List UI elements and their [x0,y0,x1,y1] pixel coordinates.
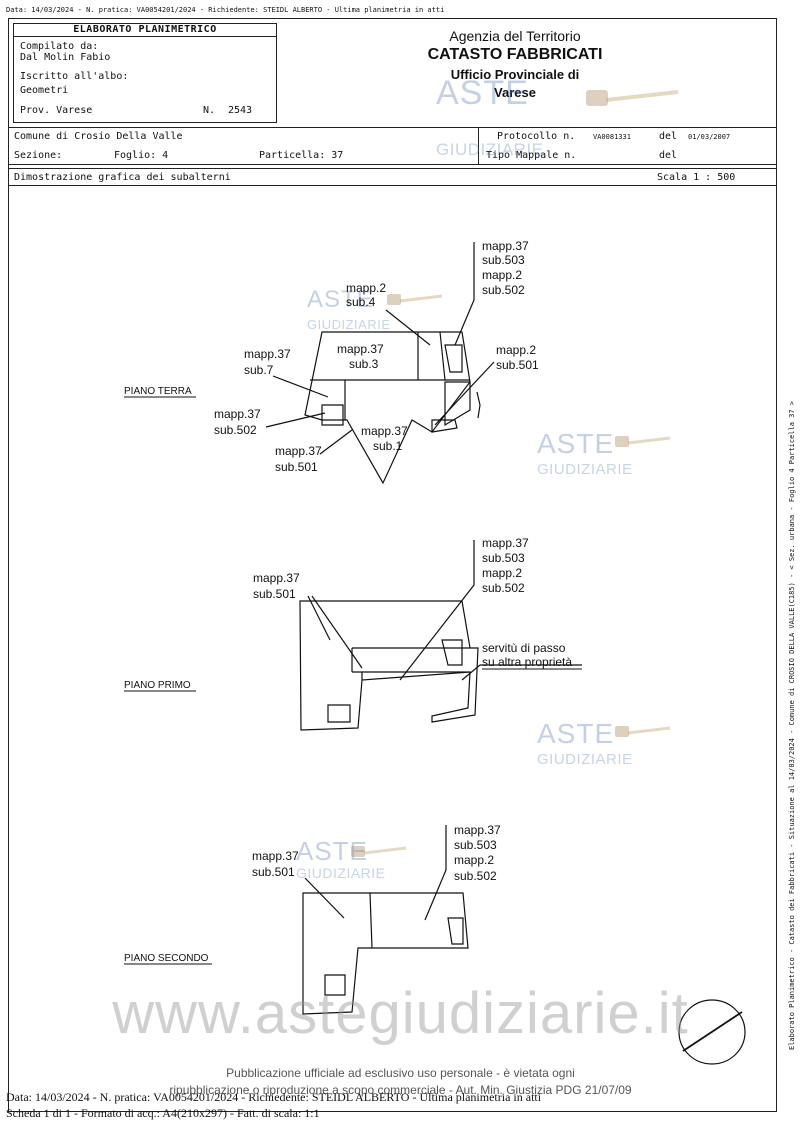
footer-data-line: Data: 14/03/2024 - N. pratica: VA0054201… [6,1090,542,1104]
label-mapp37: mapp.37 [482,536,529,550]
label-sub: sub.503 [482,253,525,267]
dimostrazione-row [8,168,777,186]
piano-terra-label: PIANO TERRA [124,386,192,397]
gavel-watermark-icon [387,294,443,305]
servitu-label: su altra proprietà [482,655,572,669]
label-mapp2: mapp.2 [454,853,494,867]
watermark-giudiziarie-4: GIUDIZIARIE [537,751,633,768]
side-vertical-text: Elaborato Planimetrico - Catasto dei Fab… [788,400,796,1050]
particella-value: Particella: 37 [259,150,344,161]
label-mapp37: mapp.37 [454,823,501,837]
watermark-aste-3: ASTE [537,428,615,459]
watermark-aste-4: ASTE [537,718,615,749]
label-mapp37: mapp.37 [482,239,529,253]
label-mapp37: mapp.37 [253,571,300,585]
watermark-giudiziarie-1: GIUDIZIARIE [436,140,544,159]
label-mapp2: mapp.2 [346,281,386,295]
label-sub: sub.4 [346,295,376,309]
label-sub: sub.502 [454,869,497,883]
label-sub: sub.501 [496,358,539,372]
label-mapp37: mapp.37 [361,424,408,438]
compilato-label: Compilato da: [20,41,99,52]
watermark-giudiziarie-2: GIUDIZIARIE [307,317,391,332]
watermark-aste-2: ASTE [307,286,374,313]
gavel-watermark-icon [615,726,671,737]
label-mapp2: mapp.2 [496,343,536,357]
ufficio-city: Varese [494,85,536,100]
iscritto-label: Iscritto all'albo: [20,71,129,82]
elaborato-box [13,23,277,123]
numero-value: 2543 [228,105,253,116]
label-sub: sub.501 [275,460,318,474]
watermark-aste-1: ASTE [436,74,529,112]
label-sub: sub.503 [454,838,497,852]
elaborato-title: ELABORATO PLANIMETRICO [13,23,277,37]
label-sub: sub.503 [482,551,525,565]
iscritto-value: Geometri [20,85,69,96]
label-mapp37: mapp.37 [337,342,384,356]
cadastral-info-box [8,127,777,165]
gavel-watermark-icon [615,436,671,447]
label-mapp37: mapp.37 [244,347,291,361]
del-label: del [659,131,678,142]
gavel-watermark-icon [586,90,679,106]
top-header-line: Data: 14/03/2024 - N. pratica: VA0054201… [6,6,445,14]
prov-value: Prov. Varese [20,105,93,116]
label-mapp2: mapp.2 [482,566,522,580]
label-sub: sub.3 [349,357,379,371]
sezione-label: Sezione: [14,150,63,161]
piano-primo-label: PIANO PRIMO [124,680,191,691]
document-frame [8,18,777,1112]
del2-label: del [659,150,678,161]
catasto-title: CATASTO FABBRICATI [427,46,603,63]
publication-notice-line1: Pubblicazione ufficiale ad esclusivo uso… [226,1066,575,1080]
numero-label: N. [203,105,216,116]
del-value: 01/03/2007 [688,133,731,141]
label-mapp37: mapp.37 [252,849,299,863]
protocollo-label: Protocollo n. [497,131,576,142]
label-sub: sub.1 [373,439,403,453]
footer-scheda-line: Scheda 1 di 1 - Formato di acq.: A4(210x… [6,1106,320,1120]
label-sub: sub.501 [253,587,296,601]
gavel-watermark-icon [351,846,407,857]
website-watermark: www.astegiudiziarie.it [112,981,689,1046]
comune-value: Comune di Crosio Della Valle [14,131,183,142]
compilato-name: Dal Molin Fabio [20,52,111,63]
tipo-mappale-label: Tipo Mappale n. [486,150,577,161]
label-mapp37: mapp.37 [214,407,261,421]
ufficio-label: Ufficio Provinciale di [450,67,580,82]
publication-notice-line2: ripubblicazione o riproduzione a scopo c… [169,1083,632,1097]
label-mapp2: mapp.2 [482,268,522,282]
piano-secondo-label: PIANO SECONDO [124,953,209,964]
watermark-giudiziarie-3: GIUDIZIARIE [537,461,633,478]
scale-label: Scala 1 : 500 [657,172,736,183]
label-sub: sub.502 [214,423,257,437]
agency-name: Agenzia del Territorio [449,28,581,44]
info-divider [478,127,479,165]
watermark-aste-5: ASTE [296,836,368,866]
label-sub: sub.501 [252,865,295,879]
protocollo-value: VA0081331 [593,133,631,141]
label-sub: sub.502 [482,283,525,297]
label-sub: sub.7 [244,363,274,377]
label-sub: sub.502 [482,581,525,595]
dimostrazione-label: Dimostrazione grafica dei subalterni [14,172,231,183]
foglio-value: Foglio: 4 [114,150,169,161]
label-mapp37: mapp.37 [275,444,322,458]
servitu-label: servitù di passo [482,641,566,655]
watermark-giudiziarie-5: GIUDIZIARIE [296,865,386,881]
